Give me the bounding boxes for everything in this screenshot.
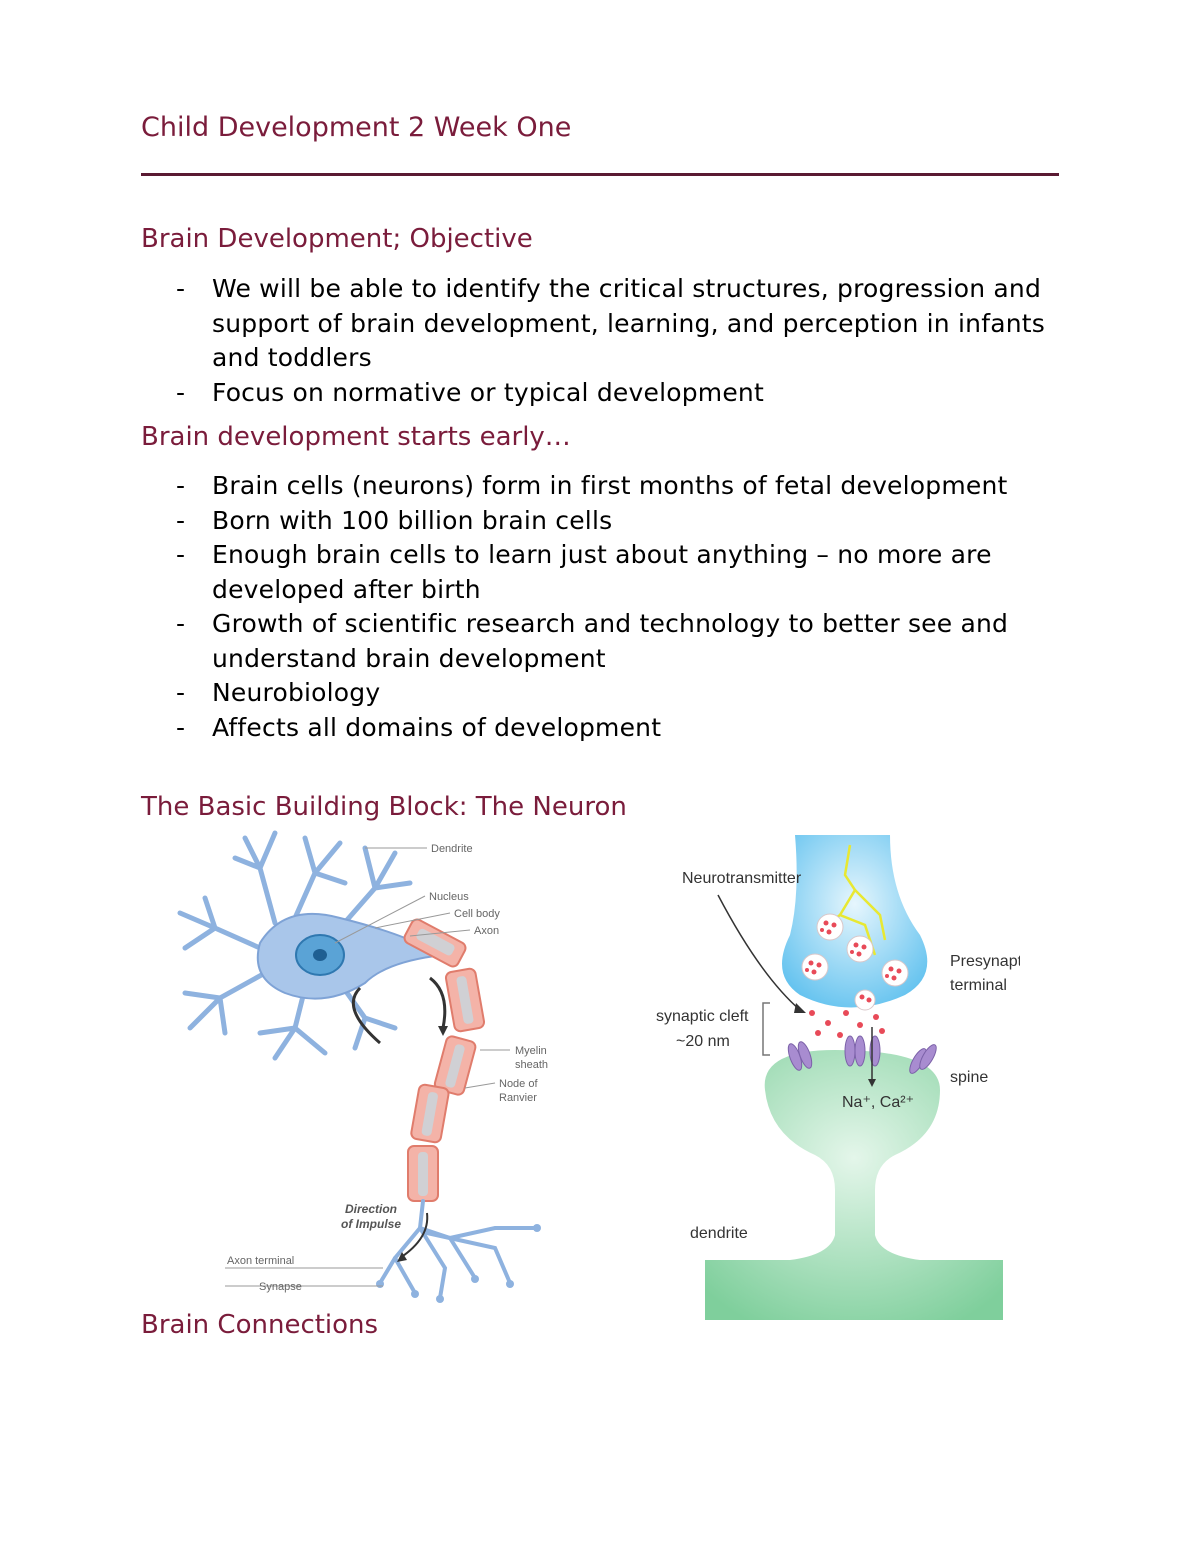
title-divider <box>141 173 1059 176</box>
label-cleft-width: ~20 nm <box>676 1033 730 1050</box>
label-direction: Direction <box>345 1202 397 1216</box>
early-development-list: Brain cells (neurons) form in first mont… <box>176 469 1076 745</box>
label-cell-body: Cell body <box>454 908 500 920</box>
label-of-impulse: of Impulse <box>341 1217 401 1231</box>
label-nucleus: Nucleus <box>429 891 469 903</box>
label-ranvier: Ranvier <box>499 1092 537 1104</box>
label-node-of: Node of <box>499 1078 538 1090</box>
list-item: Affects all domains of development <box>176 711 1076 746</box>
list-item: Born with 100 billion brain cells <box>176 504 1076 539</box>
spine-dendrite-shape <box>705 1050 1003 1320</box>
section-heading-neuron: The Basic Building Block: The Neuron <box>141 792 627 822</box>
objective-list: We will be able to identify the critical… <box>176 272 1076 410</box>
label-axon-terminal: Axon terminal <box>227 1255 294 1267</box>
section-heading-objective: Brain Development; Objective <box>141 224 533 254</box>
list-item: Growth of scientific research and techno… <box>176 607 1076 676</box>
label-dendrite: Dendrite <box>431 843 473 855</box>
label-neurotransmitter: Neurotransmitter <box>682 870 802 887</box>
label-synaptic-cleft: synaptic cleft <box>656 1008 749 1025</box>
label-myelin: Myelin <box>515 1045 547 1057</box>
label-dendrite-synapse: dendrite <box>690 1225 748 1242</box>
label-synapse: Synapse <box>259 1281 302 1293</box>
label-axon: Axon <box>474 925 499 937</box>
list-item: Brain cells (neurons) form in first mont… <box>176 469 1076 504</box>
section-heading-connections: Brain Connections <box>141 1310 379 1340</box>
label-spine: spine <box>950 1069 988 1086</box>
list-item: Enough brain cells to learn just about a… <box>176 538 1076 607</box>
list-item: Focus on normative or typical developmen… <box>176 376 1076 411</box>
page-title: Child Development 2 Week One <box>141 112 572 143</box>
section-heading-early: Brain development starts early… <box>141 422 571 452</box>
label-presynaptic: Presynaptic <box>950 953 1020 970</box>
label-terminal: terminal <box>950 977 1007 994</box>
label-ions: Na⁺, Ca²⁺ <box>842 1094 914 1111</box>
list-item: Neurobiology <box>176 676 1076 711</box>
synapse-diagram: Neurotransmitter Presynaptic terminal sy… <box>656 835 1020 1320</box>
label-sheath: sheath <box>515 1059 548 1071</box>
neuron-diagram: Dendrite Nucleus Cell body Axon Myelin s… <box>177 830 548 1303</box>
list-item: We will be able to identify the critical… <box>176 272 1076 376</box>
